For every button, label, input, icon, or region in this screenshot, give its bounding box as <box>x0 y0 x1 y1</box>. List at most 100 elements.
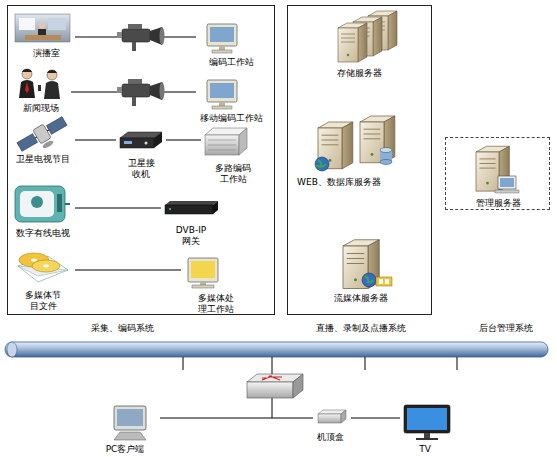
node-label: 卫星接 收机 <box>121 158 161 180</box>
node-label: TV <box>410 444 440 455</box>
connector-line <box>75 37 196 38</box>
switch-icon <box>262 376 282 380</box>
storage-server-icon <box>338 11 397 62</box>
satellite-icon <box>42 139 55 149</box>
bus-drop-wire <box>365 357 366 370</box>
device-node: WEB、数据库服务器 <box>296 111 411 191</box>
satellite-icon <box>17 134 38 152</box>
tv-icon <box>424 433 430 438</box>
web-db-server-icon <box>380 148 392 153</box>
stream-server-icon <box>343 240 379 289</box>
stream-server-icon <box>343 240 392 289</box>
node-label: 管理服务器 <box>468 198 528 209</box>
node-label: DVB-IP 网关 <box>166 225 216 247</box>
tv-icon <box>407 408 447 430</box>
connector-line <box>351 418 400 419</box>
reporters-icon <box>19 80 35 98</box>
encoder-box-icon <box>208 150 236 151</box>
cable-tv-icon <box>57 194 62 212</box>
stream-server-icon <box>376 277 392 286</box>
device-node: 管理服务器 <box>466 143 531 209</box>
storage-server-icon <box>338 23 367 62</box>
node-label: 存储服务器 <box>324 68 394 79</box>
management-server-icon <box>476 146 509 191</box>
device-node: 编码工作站 <box>196 23 266 69</box>
switch-icon <box>247 374 303 382</box>
studio-icon <box>25 35 61 40</box>
switch-icon <box>247 374 303 398</box>
node-label: 多媒体节 目文件 <box>18 290 68 312</box>
node-label: 多媒体处 理工作站 <box>191 293 241 315</box>
switch-icon <box>247 382 293 398</box>
pc-icon <box>114 406 146 430</box>
device-node: 机顶盒 <box>313 408 351 446</box>
network-bus <box>5 342 548 357</box>
pc-icon <box>117 409 143 426</box>
management-server-icon <box>495 190 519 193</box>
web-db-server-icon <box>380 150 392 162</box>
stream-server-icon <box>365 276 373 282</box>
satellite-icon <box>33 124 51 144</box>
encoder-box-icon <box>208 140 236 141</box>
device-node: 新闻现场 <box>15 67 71 115</box>
workstation-icon <box>200 282 206 285</box>
media-files-icon <box>18 256 68 282</box>
workstation-icon <box>188 258 218 282</box>
group-label: 采集、编码系统 <box>77 323 167 334</box>
studio-icon <box>15 14 70 42</box>
studio-icon <box>19 18 35 30</box>
reporters-icon <box>38 85 41 91</box>
pc-icon <box>114 432 146 440</box>
node-label: 机顶盒 <box>310 432 350 443</box>
studio-icon <box>38 29 46 37</box>
connector-line <box>75 140 116 141</box>
node-label: WEB、数据库服务器 <box>284 177 394 188</box>
network-bus <box>7 342 17 357</box>
tv-icon <box>404 405 450 440</box>
encoder-box-icon <box>239 128 247 155</box>
connector-line <box>71 92 196 93</box>
switch-icon <box>293 374 303 398</box>
node-label: 移动编码工作站 <box>195 113 268 124</box>
tv-icon <box>416 438 438 440</box>
receiver-icon <box>154 132 162 148</box>
reporters-icon <box>44 81 60 99</box>
receiver-icon <box>124 141 132 144</box>
device-node: 多媒体处 理工作站 <box>181 256 253 312</box>
studio-icon <box>15 14 70 42</box>
group-box: 采集、编码系统演播室编码工作站新闻现场移动编码工作站卫星电视节目卫星接 收机多路… <box>7 5 275 315</box>
node-label: 编码工作站 <box>196 57 266 68</box>
gateway-icon <box>165 201 218 205</box>
encoder-box-icon <box>208 145 236 146</box>
connector-line <box>75 208 161 209</box>
encoder-box-icon <box>205 128 247 155</box>
reporters-icon <box>47 70 57 80</box>
device-node: PC客户端 <box>100 403 160 455</box>
device-node: 移动编码工作站 <box>196 79 269 123</box>
set-top-box-icon <box>318 414 341 423</box>
cable-tv-icon <box>15 186 70 222</box>
reporters-icon <box>22 69 32 79</box>
bus-drop-wire <box>272 398 273 418</box>
network-bus <box>5 342 548 357</box>
reporters-icon <box>47 70 57 73</box>
camera-icon <box>117 79 165 106</box>
set-top-box-icon <box>341 410 346 423</box>
workstation-icon <box>207 80 237 109</box>
device-node: 存储服务器 <box>323 9 403 81</box>
set-top-box-icon <box>318 410 346 423</box>
web-db-server-icon <box>315 157 329 171</box>
media-files-icon <box>31 259 37 262</box>
storage-server-icon <box>368 11 397 50</box>
stream-server-icon <box>379 279 383 284</box>
workstation-icon <box>188 258 218 288</box>
media-files-icon <box>18 266 68 276</box>
device-node: 卫星接 收机 <box>116 128 166 184</box>
device-node: 数字有线电视 <box>13 184 75 241</box>
bus-drop-wire <box>272 357 273 375</box>
gateway-icon <box>169 208 171 210</box>
receiver-icon <box>120 138 154 148</box>
